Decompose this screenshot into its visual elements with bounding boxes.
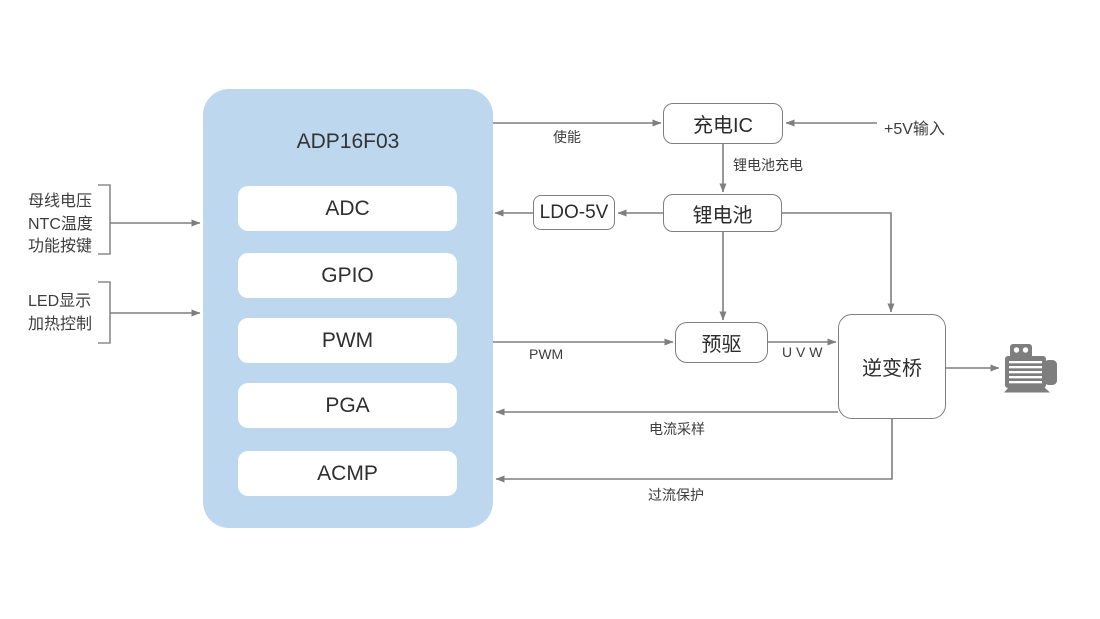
charger-ic-label: 充电IC: [693, 115, 753, 137]
sense-input-line-3: 功能按键: [28, 238, 93, 255]
pre-driver-block: 预驱: [675, 322, 768, 363]
enable-label: 使能: [553, 129, 581, 145]
overcurrent-label: 过流保护: [648, 487, 704, 503]
peripheral-acmp-label: ACMP: [317, 461, 378, 485]
mcu-title: ADP16F03: [296, 130, 400, 153]
control-output-line-1: LED显示: [28, 293, 92, 310]
sense-group-bracket: [98, 184, 111, 255]
pre-driver-label: 预驱: [701, 334, 742, 356]
peripheral-adc: ADC: [238, 186, 457, 231]
peripheral-pwm-label: PWM: [321, 328, 374, 352]
peripheral-acmp: ACMP: [238, 451, 457, 496]
sense-input-group: 母线电压 NTC温度 功能按键: [28, 191, 93, 259]
pwm-label: PWM: [529, 346, 564, 362]
current-sampling-label: 电流采样: [649, 421, 705, 437]
peripheral-pwm: PWM: [238, 318, 457, 363]
inverter-bridge-block: 逆变桥: [838, 314, 946, 419]
uvw-label: U V W: [782, 344, 823, 360]
battery-to-inverter-connector: [782, 212, 895, 313]
battery-label: 锂电池: [692, 204, 753, 227]
supply-5v-label: +5V输入: [884, 121, 945, 138]
peripheral-gpio-label: GPIO: [321, 263, 374, 287]
control-group-bracket: [98, 281, 111, 344]
control-output-group: LED显示 加热控制: [28, 291, 92, 336]
control-output-line-2: 加热控制: [28, 315, 93, 333]
peripheral-gpio: GPIO: [238, 253, 457, 298]
inverter-bridge-label: 逆变桥: [862, 358, 922, 380]
overcurrent-connector: [495, 419, 893, 483]
sense-input-line-1: 母线电压: [28, 193, 93, 210]
ldo-block: LDO-5V: [533, 195, 615, 230]
battery-block: 锂电池: [663, 194, 782, 232]
peripheral-adc-label: ADC: [325, 196, 370, 220]
battery-charging-label: 锂电池充电: [733, 157, 803, 173]
charger-ic-block: 充电IC: [663, 103, 783, 144]
peripheral-pga-label: PGA: [325, 393, 370, 417]
sense-input-line-2: NTC温度: [28, 215, 93, 233]
peripheral-pga: PGA: [238, 383, 457, 428]
ldo-label: LDO-5V: [539, 201, 609, 223]
motor-icon: [1004, 344, 1057, 393]
